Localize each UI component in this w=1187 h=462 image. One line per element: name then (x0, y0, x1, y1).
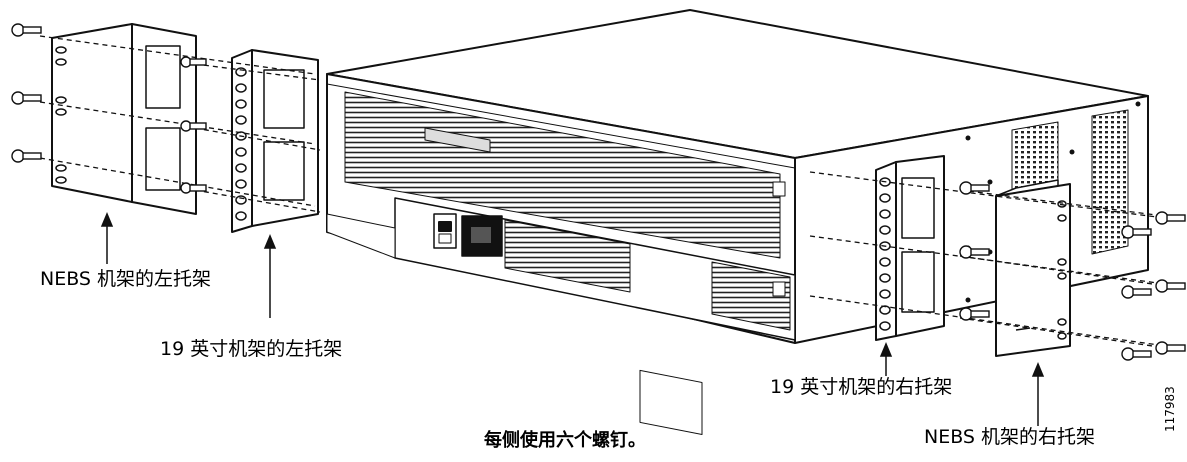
figure-caption: 每侧使用六个螺钉。 (484, 430, 646, 451)
power-bay-slats (504, 219, 631, 293)
side-vent-rear (1091, 109, 1129, 255)
screw (11, 23, 42, 37)
nebs-right-bracket (995, 179, 1071, 357)
screw (11, 91, 42, 105)
screw (1121, 285, 1152, 299)
screw (180, 182, 207, 194)
figure-id: 117983 (1163, 386, 1177, 432)
screw (1121, 347, 1152, 361)
screw (1155, 279, 1186, 293)
screw (1155, 211, 1186, 225)
label-rack19-right-bracket: 19 英寸机架的右托架 (770, 376, 953, 398)
label-nebs-right-bracket: NEBS 机架的右托架 (924, 426, 1096, 448)
label-rack19-left-bracket: 19 英寸机架的左托架 (160, 338, 343, 360)
blank-panel (639, 369, 703, 435)
screw (959, 307, 990, 321)
rack19-right-bracket (875, 155, 945, 341)
alignment-lines (39, 35, 1181, 351)
screw (11, 149, 42, 163)
screw (1155, 341, 1186, 355)
label-nebs-left-bracket: NEBS 机架的左托架 (40, 268, 212, 290)
screws (11, 23, 1186, 361)
front-label-plate (424, 127, 491, 153)
rack19-left-bracket (231, 49, 319, 233)
nebs-left-bracket (51, 23, 197, 215)
screw (959, 245, 990, 259)
screw (180, 120, 207, 132)
screw (180, 56, 207, 68)
screw (959, 181, 990, 195)
screw (1121, 225, 1152, 239)
power-bay-slats-right (711, 261, 791, 331)
leader-arrows (100, 212, 1045, 426)
